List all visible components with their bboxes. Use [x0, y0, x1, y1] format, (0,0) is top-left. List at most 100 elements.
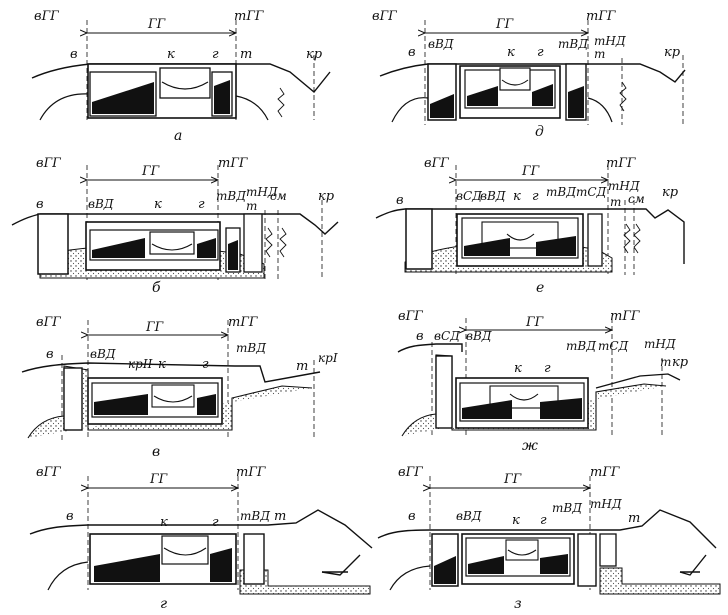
panel-v-right-header: тГГ — [228, 315, 258, 330]
panel-e-left-header: вГГ — [424, 156, 449, 171]
panel-g-label: тВД — [240, 509, 270, 523]
panel-z-center-header: ГГ — [503, 472, 522, 487]
panel-e-label: тВД — [546, 185, 576, 199]
panel-z-right-header: тГГ — [590, 465, 620, 480]
panel-a: вГГ ГГ тГГ в к г т кр а — [31, 9, 331, 144]
panel-zh-label: кр — [672, 355, 689, 370]
panel-a-label: к — [167, 47, 175, 62]
panel-z-label: тНД — [590, 497, 622, 511]
panel-d-label: к — [507, 45, 515, 60]
panel-zh-label: вВД — [466, 329, 492, 343]
panel-v-label: вВД — [90, 347, 116, 361]
panel-g-left-header: вГГ — [36, 465, 61, 480]
panel-e-label: кр — [662, 185, 679, 200]
panel-g-label: г — [212, 515, 219, 530]
panel-e-label: тНД — [608, 179, 640, 193]
panel-zh-label: г — [544, 361, 551, 376]
panel-d-caption: д — [535, 124, 544, 140]
panel-zh-label: тНД — [644, 337, 676, 351]
panel-z-label: тВД — [552, 501, 582, 515]
panel-g: вГГ ГГ тГГ в к г тВД т г — [29, 465, 373, 612]
panel-e-right-header: тГГ — [606, 156, 636, 171]
panel-e-label: т — [610, 195, 621, 209]
panel-e-label: г — [532, 189, 539, 204]
panel-e-label: см — [628, 192, 645, 206]
panel-b-label: г — [198, 197, 205, 212]
panel-b: вГГ ГГ тГГ в вВД к г тВД т тНД см кр б — [11, 156, 339, 296]
panel-v-label: тВД — [236, 341, 266, 355]
panel-v-center-header: ГГ — [145, 320, 164, 335]
panel-b-center-header: ГГ — [141, 164, 160, 179]
panel-z-label: к — [512, 513, 520, 528]
panel-e-label: к — [513, 189, 521, 204]
panel-zh-label: к — [514, 361, 522, 376]
panel-b-caption: б — [152, 280, 161, 296]
panel-e-label: вСД — [456, 189, 482, 203]
panel-z-label: т — [628, 511, 640, 526]
panel-zh-label: тСД — [598, 339, 629, 353]
panel-b-label: в — [36, 197, 44, 212]
panel-z-left-header: вГГ — [398, 465, 423, 480]
panel-zh-center-header: ГГ — [525, 315, 544, 330]
panel-v-label: к — [158, 357, 166, 372]
panel-e-center-header: ГГ — [521, 164, 540, 179]
panel-z-label: г — [540, 513, 547, 528]
panel-b-label: т — [246, 199, 257, 213]
panel-d-label: г — [537, 45, 544, 60]
panel-g-right-header: тГГ — [236, 465, 266, 480]
panel-a-label: г — [212, 47, 219, 62]
panel-b-right-header: тГГ — [218, 156, 248, 171]
panel-g-center-header: ГГ — [149, 472, 168, 487]
panel-a-caption: а — [174, 128, 182, 144]
panel-d-left-header: вГГ — [372, 9, 397, 24]
panel-d-label: вВД — [428, 37, 454, 51]
panel-z: вГГ ГГ тГГ в вВД к г тВД тНД т з — [377, 465, 721, 612]
panel-d-label: тВД — [558, 37, 588, 51]
panel-b-label: к — [154, 197, 162, 212]
panel-g-label: в — [66, 509, 74, 524]
panel-e-label: в — [396, 193, 404, 208]
panel-b-left-header: вГГ — [36, 156, 61, 171]
panel-g-label: т — [274, 509, 286, 524]
panel-zh-label: вСД — [434, 329, 460, 343]
panel-b-label: кр — [318, 189, 335, 204]
panel-e-label: тСД — [576, 185, 607, 199]
panel-a-left-header: вГГ — [34, 9, 59, 24]
panel-a-right-header: тГГ — [234, 9, 264, 24]
panel-b-label: тВД — [216, 189, 246, 203]
panel-e-caption: е — [536, 280, 544, 296]
panel-zh-label: в — [416, 329, 424, 344]
panel-zh-left-header: вГГ — [398, 309, 423, 324]
panel-a-center-header: ГГ — [147, 17, 166, 32]
panel-v-label: в — [46, 347, 54, 362]
panel-d-label: в — [408, 45, 416, 60]
panel-zh-label: т — [660, 355, 671, 369]
panel-d-center-header: ГГ — [495, 17, 514, 32]
panel-a-label: т — [240, 47, 252, 62]
panel-zh-label: тВД — [566, 339, 596, 353]
panel-b-label: вВД — [88, 197, 114, 211]
panel-d-label: тНД — [594, 34, 626, 48]
panel-g-caption: г — [160, 596, 167, 612]
panel-z-caption: з — [514, 596, 522, 612]
panel-z-label: в — [408, 509, 416, 524]
panel-v: вГГ ГГ тГГ в вВД крII к г тВД т крI в — [21, 315, 338, 460]
panel-zh: вГГ ГГ тГГ в вСД вВД к г тВД тСД тНД т к… — [397, 309, 689, 454]
panel-e-label: вВД — [480, 189, 506, 203]
panel-zh-right-header: тГГ — [610, 309, 640, 324]
panel-v-caption: в — [152, 444, 160, 460]
panel-d: вГГ ГГ тГГ в вВД к г тВД тНД т кр д — [372, 9, 686, 140]
panel-g-label: к — [160, 515, 168, 530]
panel-e: вГГ ГГ тГГ в вСД вВД к г тВД тСД тНД т с… — [375, 156, 685, 296]
panel-z-label: вВД — [456, 509, 482, 523]
panel-zh-caption: ж — [522, 438, 538, 454]
panel-v-label: т — [296, 359, 308, 374]
panel-d-label: т — [594, 47, 605, 61]
panel-b-label: см — [270, 189, 287, 203]
panel-d-right-header: тГГ — [586, 9, 616, 24]
panel-v-label: крI — [318, 351, 338, 365]
panel-b-label: тНД — [246, 185, 278, 199]
panel-v-label: крII — [128, 357, 153, 371]
panel-v-label: г — [202, 357, 209, 372]
